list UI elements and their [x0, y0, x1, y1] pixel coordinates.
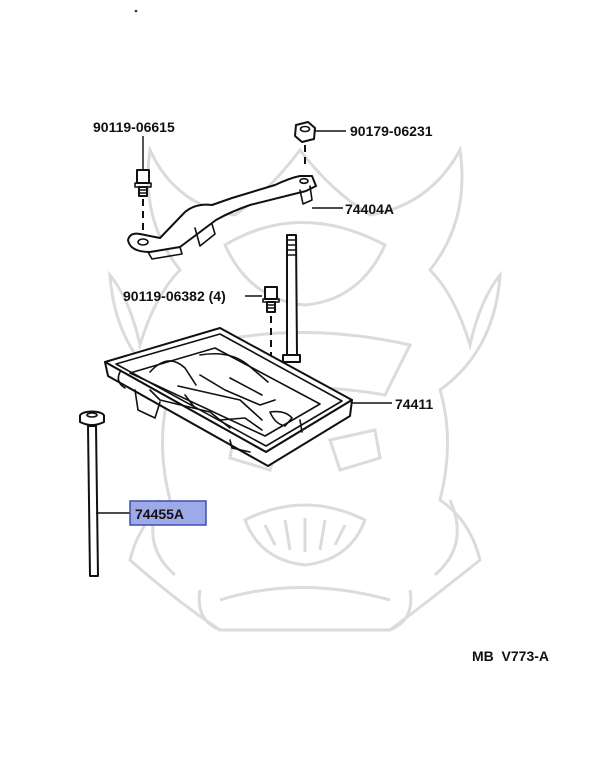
rod-74455A: [79, 410, 130, 577]
tray-rod: [282, 234, 301, 363]
label-rod[interactable]: 74455A: [135, 506, 184, 522]
bolt-left: [134, 136, 152, 238]
label-clamp[interactable]: 74404A: [345, 201, 394, 217]
tray: [104, 327, 392, 467]
label-bolt-tray[interactable]: 90119-06382 (4): [123, 288, 226, 304]
label-nut-top[interactable]: 90179-06231: [350, 123, 433, 139]
stray-dot: [134, 9, 138, 13]
nut-top: [294, 121, 346, 168]
watermark-mask: [108, 144, 502, 632]
clamp: [127, 175, 343, 260]
label-tray[interactable]: 74411: [395, 396, 433, 412]
part-highlight-box: [129, 500, 207, 526]
diagram-code: MB V773-A: [472, 648, 549, 664]
label-bolt-left[interactable]: 90119-06615: [93, 119, 175, 135]
bolt-tray: [245, 286, 280, 412]
